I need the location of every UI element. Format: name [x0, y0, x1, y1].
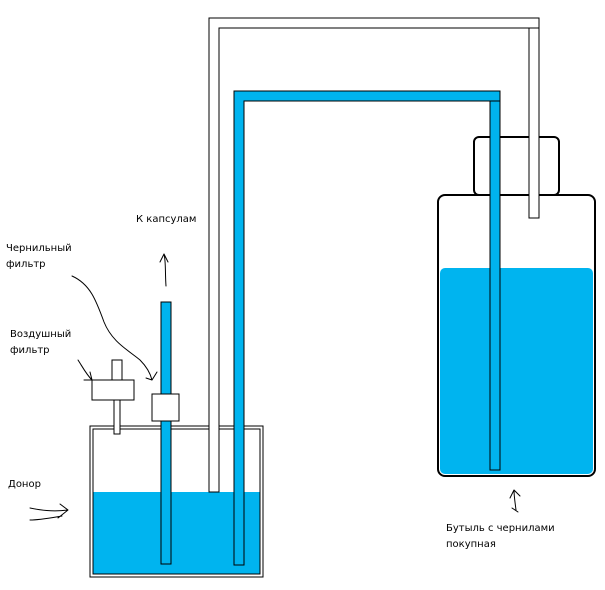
bottle-cap [473, 136, 560, 196]
donor-inner-wall [92, 428, 261, 575]
air-filter-body [91, 379, 135, 401]
bottle-air-tube [528, 27, 540, 219]
air-filter-stem [111, 359, 123, 381]
label-donor: Донор [8, 479, 41, 490]
bottle-ink [440, 268, 593, 474]
bottle-ink-tube [489, 100, 501, 471]
donor-outer-wall [89, 425, 264, 578]
air-filter [91, 359, 135, 435]
label-ink-filter-line1: Чернильный [6, 243, 72, 254]
label-bottle-line2: покупная [446, 539, 496, 550]
label-to-capsules: К капсулам [136, 214, 197, 225]
air-filter-pointer [77, 359, 93, 381]
ink-filter [151, 393, 180, 422]
donor-pointer [29, 503, 69, 521]
donor-container [89, 425, 264, 578]
ink-bottle [437, 27, 596, 477]
label-bottle-line1: Бутыль с чернилами [446, 523, 555, 534]
air-filter-tube [113, 398, 121, 435]
ink-filter-pointer [71, 275, 158, 381]
label-air-filter-line1: Воздушный [10, 329, 72, 340]
label-ink-filter-line2: фильтр [6, 259, 46, 270]
bottle-pointer [509, 489, 521, 513]
to-capsules-arrow [159, 253, 169, 287]
donor-ink [93, 492, 260, 574]
capsule-tube [160, 301, 172, 565]
label-air-filter-line2: фильтр [10, 345, 50, 356]
